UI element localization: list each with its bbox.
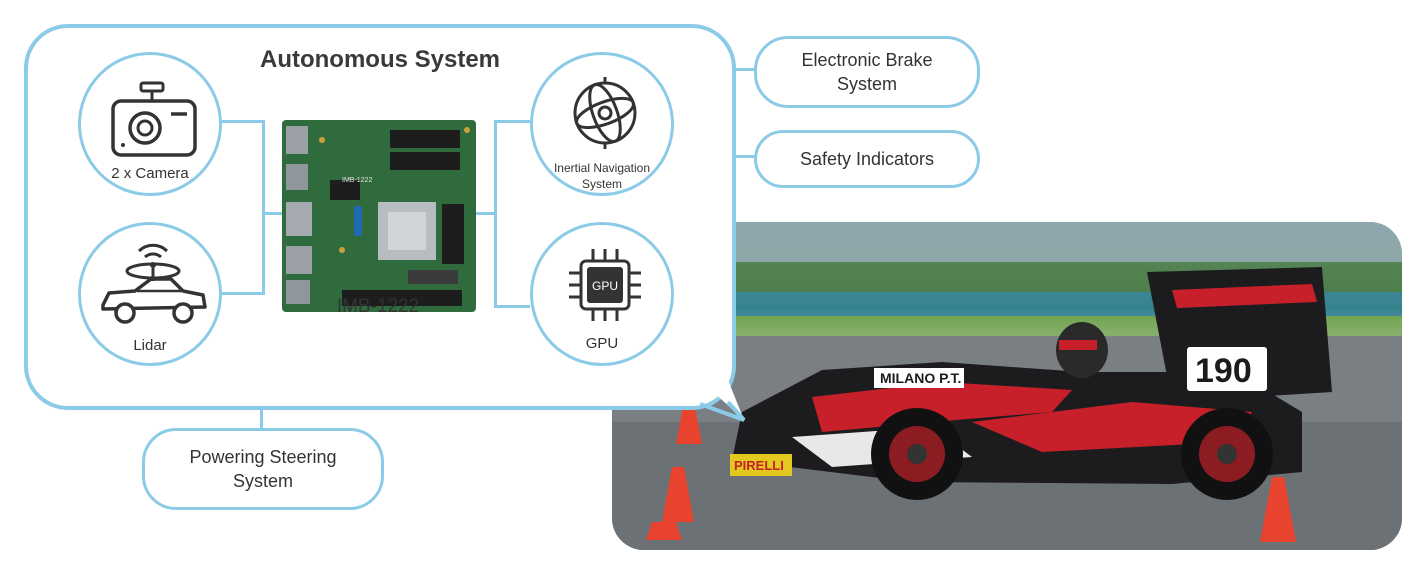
safety-indicators-pill: Safety Indicators: [754, 130, 980, 188]
ins-node: Inertial Navigation System: [530, 52, 674, 196]
gpu-chip-icon: GPU: [569, 249, 641, 321]
car-name-text: MILANO P.T.: [880, 370, 961, 386]
board-silkscreen: IMB-1222: [342, 177, 372, 184]
svg-text:PIRELLI: PIRELLI: [734, 458, 784, 473]
gpu-node: GPU GPU: [530, 222, 674, 366]
gyroscope-icon: [573, 77, 637, 149]
connector-box-to-safety: [732, 155, 754, 158]
gpu-label: GPU: [585, 335, 619, 352]
camera-node: 2 x Camera: [78, 52, 222, 196]
connector-gpu-branch: [494, 305, 530, 308]
connector-box-to-ebs: [732, 68, 754, 71]
powering-steering-system-label: Powering Steering System: [189, 446, 337, 491]
connector-left-vertical: [262, 120, 265, 295]
safety-indicators-label: Safety Indicators: [799, 148, 935, 169]
imb-1222-label: IMB-1222: [336, 296, 420, 317]
lidar-label: Lidar: [133, 337, 167, 354]
lidar-car-icon: [101, 243, 207, 324]
autonomous-system-title: Autonomous System: [259, 46, 501, 73]
camera-label: 2 x Camera: [111, 165, 189, 182]
callout-tail: [700, 380, 746, 422]
ins-label: Inertial Navigation System: [553, 161, 651, 191]
connector-left-to-board: [262, 212, 282, 215]
race-number-text: 190: [1195, 352, 1252, 390]
connector-camera-branch: [222, 120, 264, 123]
lidar-node: Lidar: [78, 222, 222, 366]
connector-lidar-branch: [222, 292, 264, 295]
camera-icon: [111, 81, 197, 157]
imb-1222-board: IMB-1222: [282, 120, 476, 312]
connector-ins-branch: [494, 120, 530, 123]
powering-steering-system-pill: Powering Steering System: [142, 428, 384, 510]
race-car-photo: MILANO P.T. PIRELLI 190: [612, 222, 1402, 550]
connector-box-to-steering: [260, 406, 263, 430]
electronic-brake-system-label: Electronic Brake System: [801, 49, 933, 94]
gpu-chip-text: GPU: [592, 279, 618, 293]
electronic-brake-system-pill: Electronic Brake System: [754, 36, 980, 108]
connector-board-to-right: [474, 212, 496, 215]
